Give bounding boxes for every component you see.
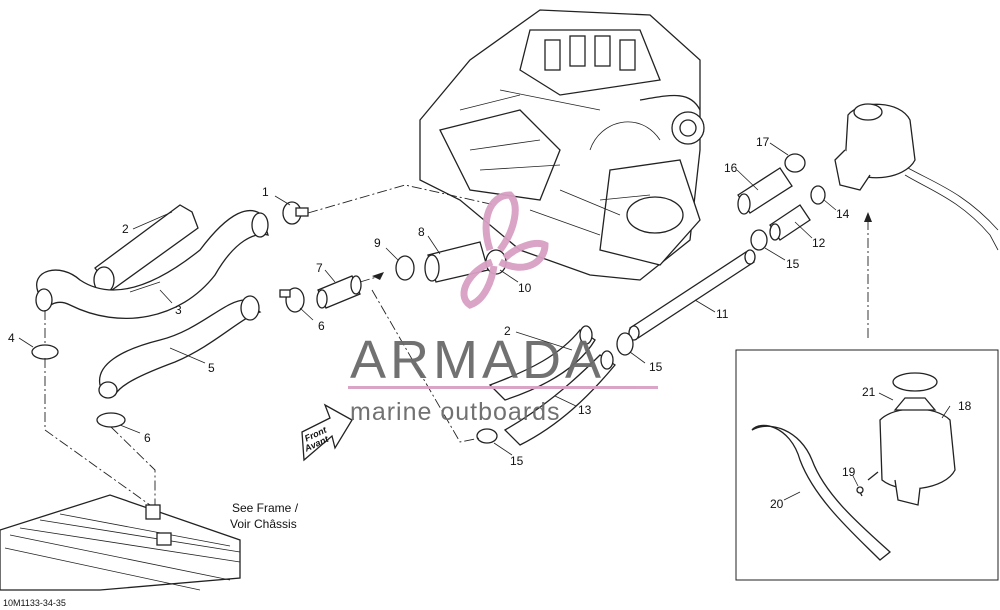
arrow-markers [372, 212, 872, 280]
callout-15: 15 [649, 360, 663, 374]
callout-6: 6 [144, 431, 151, 445]
callout-13: 13 [578, 403, 592, 417]
callout-8: 8 [418, 225, 425, 239]
callout-5: 5 [208, 361, 215, 375]
callout-17: 17 [756, 135, 770, 149]
callout-14: 14 [836, 207, 850, 221]
pipe-11 [628, 249, 756, 341]
callout-21: 21 [862, 385, 876, 399]
callout-15: 15 [786, 257, 800, 271]
front-arrow: Front Avant [301, 403, 353, 462]
clamp-17 [784, 153, 806, 173]
watermark-underline [348, 386, 658, 389]
callout-1: 1 [262, 185, 269, 199]
callout-20: 20 [770, 497, 784, 511]
callout-10: 10 [518, 281, 532, 295]
clamp-9 [395, 255, 415, 281]
sleeve-16 [737, 167, 793, 215]
propeller-logo [460, 191, 549, 309]
hose-8 [424, 241, 489, 283]
fitting-7 [316, 275, 362, 309]
callout-2: 2 [122, 222, 129, 236]
callout-19: 19 [842, 465, 856, 479]
see-frame-line2: Voir Châssis [230, 517, 297, 531]
callout-16: 16 [724, 161, 738, 175]
callout-7: 7 [316, 261, 323, 275]
hose-20 [751, 424, 892, 561]
cap-21 [892, 372, 938, 392]
clamp-14 [810, 185, 826, 205]
callout-6: 6 [318, 319, 325, 333]
hose-12 [769, 204, 811, 241]
hose-13 [488, 325, 616, 446]
clamp-15-lower [476, 428, 498, 444]
engine-assembly [419, 9, 705, 281]
callout-4: 4 [8, 331, 15, 345]
clamp-1 [282, 201, 309, 225]
callout-15: 15 [510, 454, 524, 468]
see-frame-line1: See Frame / [232, 501, 299, 515]
watermark-brand: ARMADA [350, 330, 605, 390]
radiator [0, 494, 241, 591]
callout-labels: 1 2 3 4 5 6 6 7 8 9 10 11 12 13 14 15 15… [8, 135, 972, 511]
hose-5 [98, 295, 262, 399]
watermark-tagline: marine outboards [350, 398, 561, 426]
callout-3: 3 [175, 303, 182, 317]
clamp-4 [31, 344, 59, 360]
callout-9: 9 [374, 236, 381, 250]
inset-expansion-tank [735, 349, 999, 581]
clamp-15-mid [616, 332, 634, 356]
clamp-15-upper [750, 229, 768, 251]
see-frame-note: See Frame / Voir Châssis [230, 501, 299, 531]
expansion-tank-top [834, 103, 999, 251]
watermark: ARMADA marine outboards [348, 191, 658, 426]
hose-2-upper [93, 204, 199, 294]
drawing-code: 10M1133-34-35 [3, 598, 66, 608]
callout-11: 11 [716, 307, 729, 321]
callout-12: 12 [812, 236, 826, 250]
callout-18: 18 [958, 399, 972, 413]
hose-3 [35, 209, 269, 320]
leader-lines [18, 142, 951, 501]
callout-2: 2 [504, 324, 511, 338]
clamp-6-upper [279, 287, 305, 313]
